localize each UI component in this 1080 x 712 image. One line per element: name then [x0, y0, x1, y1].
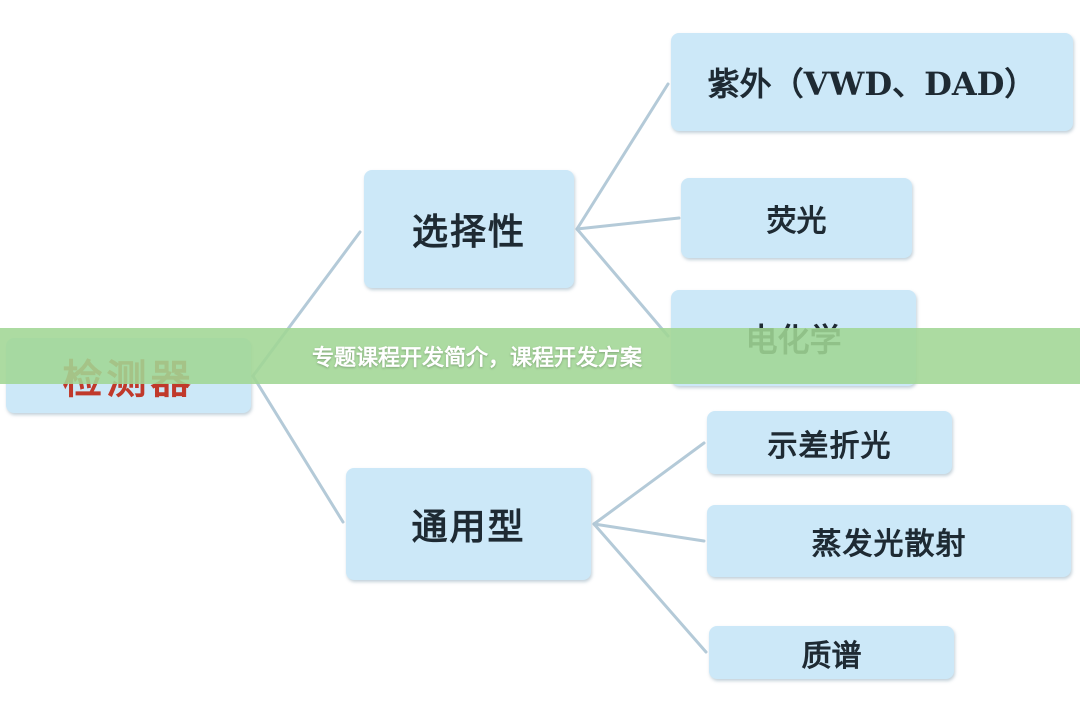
- leaf-node-mass-spectrometry: 质谱: [709, 626, 954, 679]
- connector-selective-uv: [575, 82, 670, 231]
- leaf-node-fluorescence: 荧光: [681, 178, 912, 258]
- connector-selective-electrochem: [575, 227, 670, 338]
- branch-node-selective: 选择性: [364, 170, 574, 288]
- leaf-node-label: 质谱: [801, 638, 862, 674]
- branch-node-general: 通用型: [346, 468, 591, 580]
- leaf-node-refractive-index: 示差折光: [707, 411, 952, 474]
- leaf-node-uv: 紫外（VWD、DAD）: [671, 33, 1073, 131]
- leaf-node-evaporative-light-scattering: 蒸发光散射: [707, 505, 1071, 577]
- connector-general-ri: [592, 441, 706, 526]
- branch-node-label: 选择性: [411, 212, 526, 253]
- banner-title[interactable]: 专题课程开发简介，课程开发方案: [312, 346, 643, 371]
- branch-node-label: 通用型: [411, 507, 526, 548]
- leaf-node-label: 蒸发光散射: [811, 527, 967, 562]
- connector-general-ms: [592, 522, 708, 654]
- leaf-node-label: 示差折光: [767, 428, 892, 464]
- connector-root-general: [251, 374, 345, 524]
- connector-selective-fluorescence: [575, 216, 681, 231]
- connector-general-elsd: [592, 522, 706, 543]
- leaf-node-label: 荧光: [766, 204, 827, 239]
- title-banner: 专题课程开发简介，课程开发方案: [0, 328, 1080, 384]
- leaf-node-label: 紫外（VWD、DAD）: [707, 65, 1037, 103]
